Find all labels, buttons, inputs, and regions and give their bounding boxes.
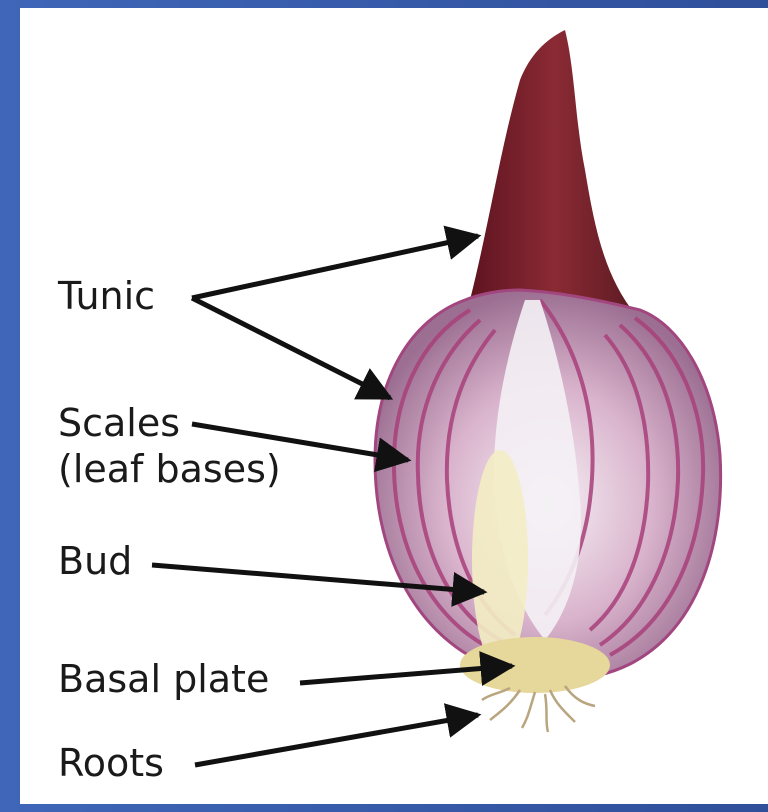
basal-plate [460,637,610,693]
bud [472,450,528,670]
label-scales: Scales [58,402,180,446]
tunic-neck [470,30,640,320]
arrow-roots [195,715,478,765]
label-bud: Bud [58,540,132,584]
onion-illustration [375,30,721,732]
arrow-tunic-bulb [192,298,390,398]
label-roots: Roots [58,742,164,786]
label-leaf-bases: (leaf bases) [58,448,281,492]
arrow-tunic-neck [192,236,478,298]
label-basal-plate: Basal plate [58,658,269,702]
label-tunic: Tunic [58,275,155,319]
